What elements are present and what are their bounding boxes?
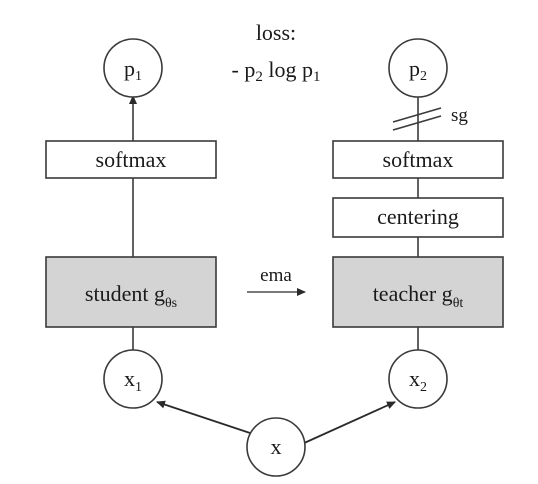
teacher-centering-label: centering: [377, 204, 459, 229]
ema-label: ema: [260, 265, 292, 286]
loss-formula: - p2 log p1: [232, 57, 321, 85]
teacher-centering-box: [332, 197, 504, 238]
student-input-label: x1: [124, 366, 142, 395]
teacher-softmax-box: [332, 140, 504, 179]
stop-gradient-mark-2: [392, 115, 442, 131]
student-softmax-box: [45, 140, 217, 179]
stop-gradient-label: sg: [451, 105, 468, 126]
teacher-input-label: x2: [409, 366, 427, 395]
student-network-label: student gθs: [85, 281, 177, 311]
teacher-network-label: teacher gθt: [373, 281, 464, 311]
student-softmax-label: softmax: [96, 147, 167, 172]
teacher-input-node: [388, 349, 448, 409]
x-to-x1-arrow: [156, 400, 251, 434]
x-to-x2-arrow: [301, 401, 396, 445]
student-network-box: [45, 256, 217, 328]
teacher-softmax-label: softmax: [383, 147, 454, 172]
loss-title: loss:: [256, 20, 296, 45]
student-input-node: [103, 349, 163, 409]
teacher-output-node: [388, 38, 448, 98]
stop-gradient-mark-1: [392, 107, 442, 123]
source-input-node: [246, 417, 306, 477]
teacher-output-label: p2: [409, 56, 427, 84]
student-output-label: p1: [124, 56, 142, 84]
student-output-node: [103, 38, 163, 98]
source-input-label: x: [271, 434, 282, 459]
teacher-network-box: [332, 256, 504, 328]
